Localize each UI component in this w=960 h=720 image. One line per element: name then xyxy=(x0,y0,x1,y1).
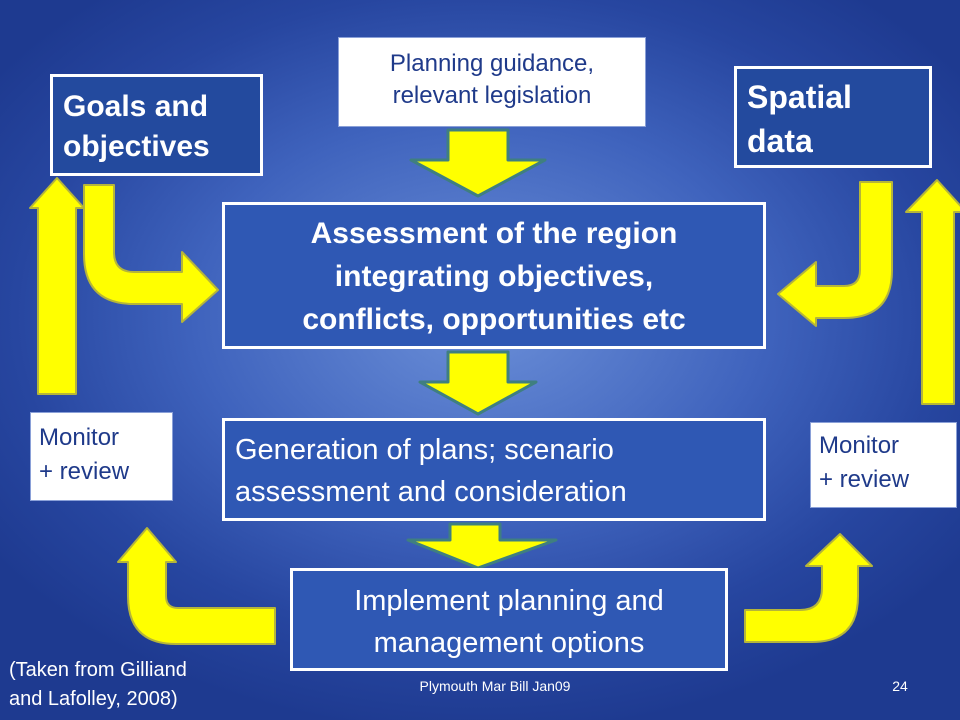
arrow-implement-to-monitor-left xyxy=(117,527,276,645)
generation-text: Generation of plans; scenario assessment… xyxy=(235,434,627,508)
source-note: (Taken from Gilliand and Lafolley, 2008) xyxy=(9,659,187,710)
arrow-down-planning-to-assessment xyxy=(409,128,547,198)
monitor-review-right-box: Monitor + review xyxy=(810,422,957,508)
planning-guidance-box: Planning guidance, relevant legislation xyxy=(338,37,646,127)
monitor-review-left-text: Monitor + review xyxy=(39,424,130,485)
slide-number: 24 xyxy=(892,678,908,694)
implement-box: Implement planning and management option… xyxy=(290,568,728,671)
arrow-up-to-spatial xyxy=(905,179,960,405)
implement-text: Implement planning and management option… xyxy=(354,585,664,659)
footer-text: Plymouth Mar Bill Jan09 xyxy=(419,678,571,694)
spatial-data-text: Spatial data xyxy=(747,79,852,159)
arrow-down-assessment-to-generation xyxy=(418,350,538,416)
goals-objectives-text: Goals and objectives xyxy=(63,90,210,163)
planning-guidance-text: Planning guidance, relevant legislation xyxy=(389,50,595,109)
spatial-data-box: Spatial data xyxy=(734,66,932,168)
arrow-implement-to-monitor-right xyxy=(744,533,873,643)
arrow-spatial-to-assessment xyxy=(777,181,893,327)
assessment-box: Assessment of the region integrating obj… xyxy=(222,202,766,349)
monitor-review-right-text: Monitor + review xyxy=(819,432,910,493)
goals-objectives-box: Goals and objectives xyxy=(50,74,263,176)
monitor-review-left-box: Monitor + review xyxy=(30,412,173,501)
assessment-text: Assessment of the region integrating obj… xyxy=(302,217,686,336)
arrow-down-generation-to-implement xyxy=(406,522,558,570)
arrow-up-to-goals xyxy=(29,177,85,395)
arrow-goals-to-assessment xyxy=(83,184,219,323)
generation-box: Generation of plans; scenario assessment… xyxy=(222,418,766,521)
